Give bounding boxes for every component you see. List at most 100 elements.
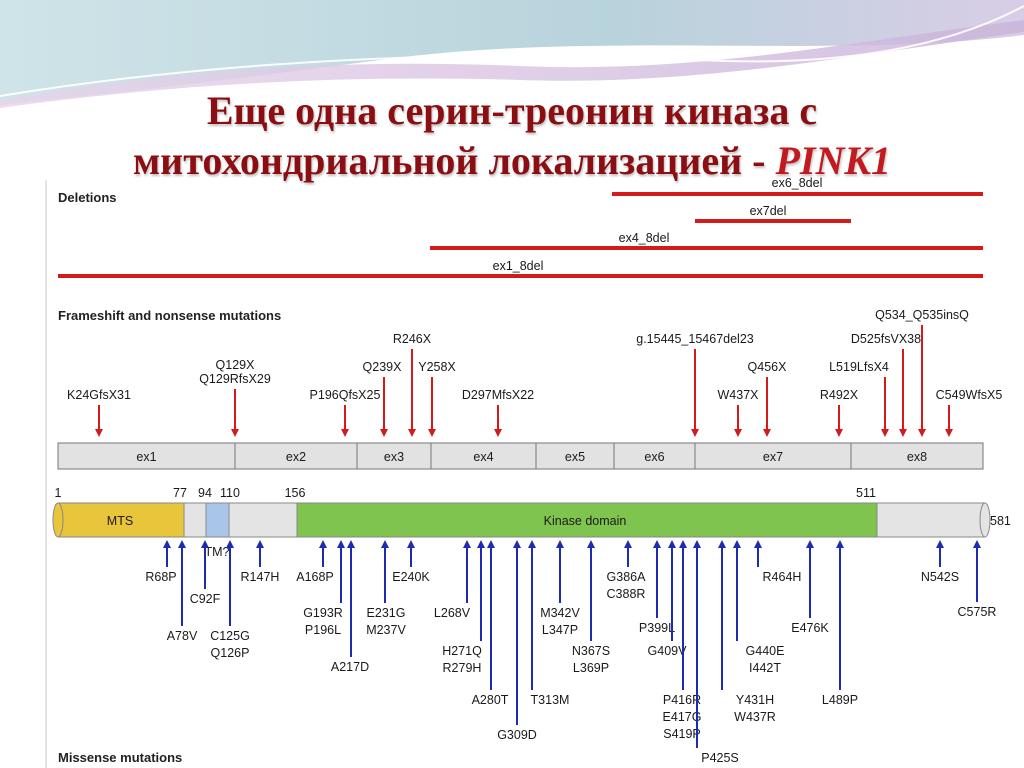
frameshift-label-R492X: R492X bbox=[820, 388, 859, 402]
frameshift-label-Q129RfsX29: Q129RfsX29 bbox=[199, 372, 271, 386]
gene-name: PINK1 bbox=[775, 138, 892, 183]
missense-label-H271Q: H271Q bbox=[442, 644, 482, 658]
deletion-label-ex6_8del: ex6_8del bbox=[772, 176, 823, 190]
missense-label-M237V: M237V bbox=[366, 623, 406, 637]
missense-label-E240K: E240K bbox=[392, 570, 430, 584]
missense-label-C575R: C575R bbox=[958, 605, 997, 619]
frameshift-arrow-W437X-head bbox=[734, 429, 742, 437]
deletion-label-ex7del: ex7del bbox=[750, 204, 787, 218]
frameshift-arrow-Y258X-head bbox=[428, 429, 436, 437]
frameshift-label-Q456X: Q456X bbox=[748, 360, 788, 374]
exon-ex8 bbox=[850, 442, 984, 470]
missense-arrow-G386A-head bbox=[624, 540, 632, 548]
missense-label-R279H: R279H bbox=[443, 661, 482, 675]
missense-heading: Missense mutations bbox=[58, 750, 183, 765]
exon-label-ex7: ex7 bbox=[763, 450, 783, 464]
domain-tm bbox=[205, 502, 230, 538]
missense-label-S419P: S419P bbox=[663, 727, 701, 741]
missense-label-Q126P: Q126P bbox=[211, 646, 250, 660]
missense-arrow-C125G-head bbox=[226, 540, 234, 548]
frameshift-label-Q129X: Q129X bbox=[216, 358, 256, 372]
exon-label-ex1: ex1 bbox=[136, 450, 156, 464]
position-94: 94 bbox=[198, 486, 212, 500]
missense-label-R464H: R464H bbox=[763, 570, 802, 584]
missense-label-A78V: A78V bbox=[167, 629, 198, 643]
frameshift-arrow-K24GfsX31-head bbox=[95, 429, 103, 437]
missense-arrow-H271Q-head bbox=[477, 540, 485, 548]
missense-label-P196L: P196L bbox=[305, 623, 341, 637]
frameshift-label-Y258X: Y258X bbox=[418, 360, 456, 374]
missense-label-P399L: P399L bbox=[639, 621, 675, 635]
missense-label-A217D: A217D bbox=[331, 660, 369, 674]
missense-label-L489P: L489P bbox=[822, 693, 858, 707]
missense-label-E476K: E476K bbox=[791, 621, 829, 635]
missense-label-R147H: R147H bbox=[241, 570, 280, 584]
missense-arrow-G440E-head bbox=[733, 540, 741, 548]
missense-arrow-E231G-head bbox=[381, 540, 389, 548]
missense-label-G193R: G193R bbox=[303, 606, 343, 620]
missense-arrow-R147H-head bbox=[256, 540, 264, 548]
frameshift-arrow-Q534_Q535insQ-head bbox=[918, 429, 926, 437]
protein-cap-left bbox=[52, 502, 64, 538]
position-156: 156 bbox=[285, 486, 306, 500]
exon-ex7 bbox=[694, 442, 852, 470]
missense-arrow-A280T-head bbox=[487, 540, 495, 548]
position-77: 77 bbox=[173, 486, 187, 500]
missense-label-L369P: L369P bbox=[573, 661, 609, 675]
position-1: 1 bbox=[55, 486, 62, 500]
missense-arrow-L489P-head bbox=[836, 540, 844, 548]
missense-arrow-A168P-head bbox=[319, 540, 327, 548]
missense-arrow-A217D-head bbox=[347, 540, 355, 548]
domain-spacer bbox=[228, 502, 298, 538]
domain-label-mts: MTS bbox=[107, 514, 133, 528]
frameshift-arrow-Q239X-head bbox=[380, 429, 388, 437]
frameshift-arrow-Q129X-head bbox=[231, 429, 239, 437]
missense-label-M342V: M342V bbox=[540, 606, 580, 620]
missense-arrow-G309D-head bbox=[513, 540, 521, 548]
missense-label-Y431H: Y431H bbox=[736, 693, 774, 707]
missense-label-G386A: G386A bbox=[607, 570, 647, 584]
frameshift-arrow-Q456X-head bbox=[763, 429, 771, 437]
frameshift-label-g.15445_15467del23: g.15445_15467del23 bbox=[636, 332, 754, 346]
missense-label-I442T: I442T bbox=[749, 661, 781, 675]
frameshift-arrow-P196QfsX25-head bbox=[341, 429, 349, 437]
exon-ex3 bbox=[356, 442, 432, 470]
frameshift-label-P196QfsX25: P196QfsX25 bbox=[310, 388, 381, 402]
frameshift-arrow-D297MfsX22-head bbox=[494, 429, 502, 437]
frameshift-label-D525fsVX38: D525fsVX38 bbox=[851, 332, 921, 346]
title-line-2: митохондриальной локализацией - PINK1 bbox=[0, 136, 1024, 186]
missense-arrow-C92F-head bbox=[201, 540, 209, 548]
missense-arrow-L268V-head bbox=[463, 540, 471, 548]
deletions-heading: Deletions bbox=[58, 190, 117, 205]
exon-ex2 bbox=[234, 442, 358, 470]
exon-label-ex3: ex3 bbox=[384, 450, 404, 464]
missense-label-W437R: W437R bbox=[734, 710, 776, 724]
exon-label-ex2: ex2 bbox=[286, 450, 306, 464]
missense-label-C125G: C125G bbox=[210, 629, 250, 643]
frameshift-label-Q534_Q535insQ: Q534_Q535insQ bbox=[875, 308, 969, 322]
exon-ex4 bbox=[430, 442, 537, 470]
missense-arrow-T313M-head bbox=[528, 540, 536, 548]
exon-label-ex6: ex6 bbox=[644, 450, 664, 464]
missense-arrow-P416R-head bbox=[679, 540, 687, 548]
frameshift-arrow-g.15445_15467del23-head bbox=[691, 429, 699, 437]
missense-arrow-P399L-head bbox=[653, 540, 661, 548]
missense-label-P416R: P416R bbox=[663, 693, 701, 707]
deletion-label-ex4_8del: ex4_8del bbox=[619, 231, 670, 245]
missense-label-R68P: R68P bbox=[145, 570, 176, 584]
missense-label-E231G: E231G bbox=[367, 606, 406, 620]
frameshift-label-W437X: W437X bbox=[718, 388, 760, 402]
frameshift-heading: Frameshift and nonsense mutations bbox=[58, 308, 282, 323]
missense-arrow-G193R-head bbox=[337, 540, 345, 548]
frameshift-arrow-D525fsVX38-head bbox=[899, 429, 907, 437]
missense-arrow-Y431H-head bbox=[718, 540, 726, 548]
frameshift-arrow-R246X-head bbox=[408, 429, 416, 437]
missense-arrow-R464H-head bbox=[754, 540, 762, 548]
frameshift-label-L519LfsX4: L519LfsX4 bbox=[829, 360, 889, 374]
missense-label-G409V: G409V bbox=[648, 644, 688, 658]
missense-label-L268V: L268V bbox=[434, 606, 471, 620]
deletion-label-ex1_8del: ex1_8del bbox=[493, 259, 544, 273]
missense-label-L347P: L347P bbox=[542, 623, 578, 637]
missense-arrow-P425S-head bbox=[693, 540, 701, 548]
